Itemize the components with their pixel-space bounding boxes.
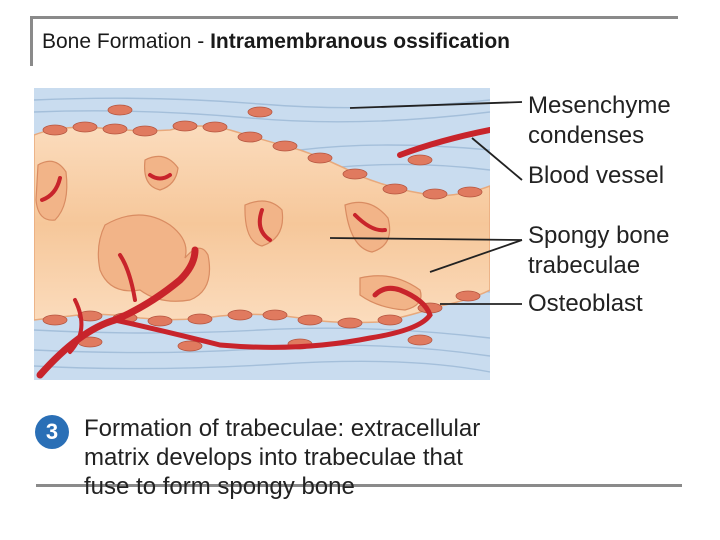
leader-spongy-1: [329, 237, 523, 241]
leader-blood-vessel: [471, 137, 523, 181]
label-blood-vessel: Blood vessel: [528, 162, 665, 189]
frame-top-line: [30, 16, 678, 19]
leader-spongy-2: [429, 239, 523, 273]
frame-bottom-line: [36, 484, 682, 487]
step-caption: Formation of trabeculae: extracellular m…: [84, 414, 480, 501]
osteoblast-cells: [42, 104, 483, 352]
caption-line-3: fuse to form spongy bone: [84, 473, 355, 500]
label-spongy-line1: Spongy bone: [528, 222, 670, 249]
blood-vessels: [36, 127, 490, 379]
leader-lines: [329, 101, 523, 305]
label-mesenchyme-line1: Mesenchyme: [528, 92, 671, 119]
caption-line-1: Formation of trabeculae: extracellular: [84, 415, 481, 442]
title-prefix: Bone Formation -: [42, 30, 211, 53]
label-osteoblast: Osteoblast: [528, 290, 643, 317]
label-mesenchyme-line2: condenses: [528, 122, 645, 149]
label-spongy-bone: Spongy bone trabeculae: [528, 221, 669, 281]
slide-title: Bone Formation - Intramembranous ossific…: [42, 30, 510, 54]
label-mesenchyme: Mesenchyme condenses: [528, 91, 671, 151]
step-number-badge: 3: [35, 415, 69, 449]
label-spongy-line2: trabeculae: [528, 252, 641, 279]
caption-line-2: matrix develops into trabeculae that: [84, 444, 463, 471]
leader-mesenchyme: [349, 101, 523, 109]
title-bold: Intramembranous ossification: [210, 30, 510, 53]
frame-left-line: [30, 16, 33, 66]
mesenchyme-fibers: [34, 97, 490, 373]
